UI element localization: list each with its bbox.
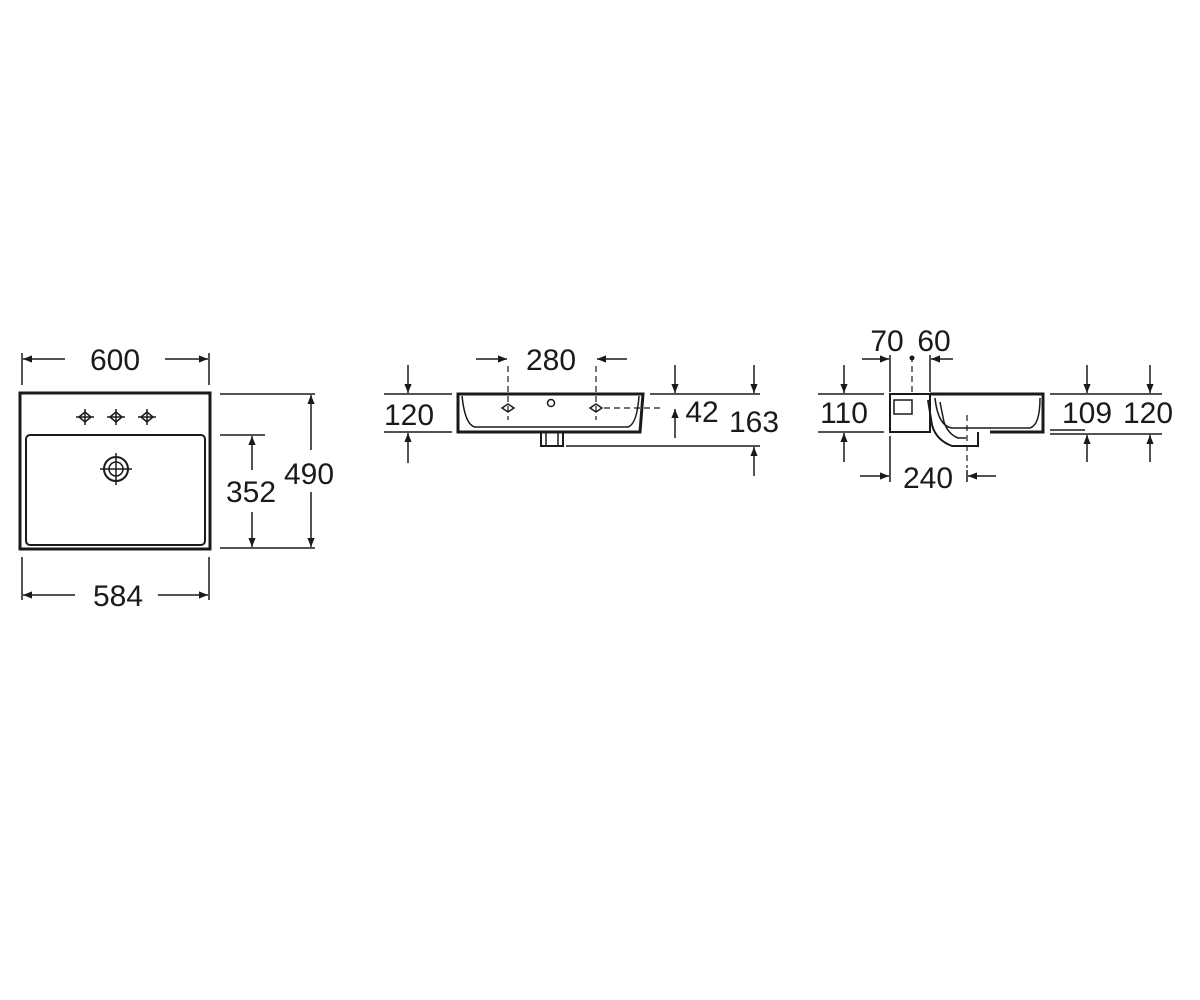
top-view: 600 584 352 490 <box>18 344 334 613</box>
side-waste-pipe <box>927 399 979 447</box>
tap-hole <box>138 409 156 425</box>
tap-holes <box>76 409 156 425</box>
dim-490: 490 <box>284 458 334 491</box>
bowl-outline <box>25 434 206 546</box>
dim-70: 70 <box>870 325 903 358</box>
basin-outline <box>18 391 212 551</box>
dim-120-side: 120 <box>1123 397 1173 430</box>
dim-110: 110 <box>820 397 868 430</box>
dim-352: 352 <box>226 476 276 509</box>
dim-42: 42 <box>685 396 718 429</box>
dim-109: 109 <box>1062 397 1112 430</box>
dim-120-front: 120 <box>384 399 434 432</box>
side-basin-outline <box>930 392 1045 434</box>
drain-icon <box>100 453 132 485</box>
tap-hole <box>76 409 94 425</box>
tap-hole <box>107 409 125 425</box>
dim-600: 600 <box>90 344 140 377</box>
dim-163: 163 <box>729 406 779 439</box>
front-waste <box>540 431 564 447</box>
front-basin-outline <box>456 392 645 434</box>
dim-60: 60 <box>917 325 950 358</box>
dim-240: 240 <box>903 462 953 495</box>
side-view: 70 60 110 240 109 120 <box>818 325 1173 495</box>
dim-584: 584 <box>93 580 143 613</box>
front-view: 280 120 42 163 <box>384 344 779 476</box>
dim-280: 280 <box>526 344 576 377</box>
